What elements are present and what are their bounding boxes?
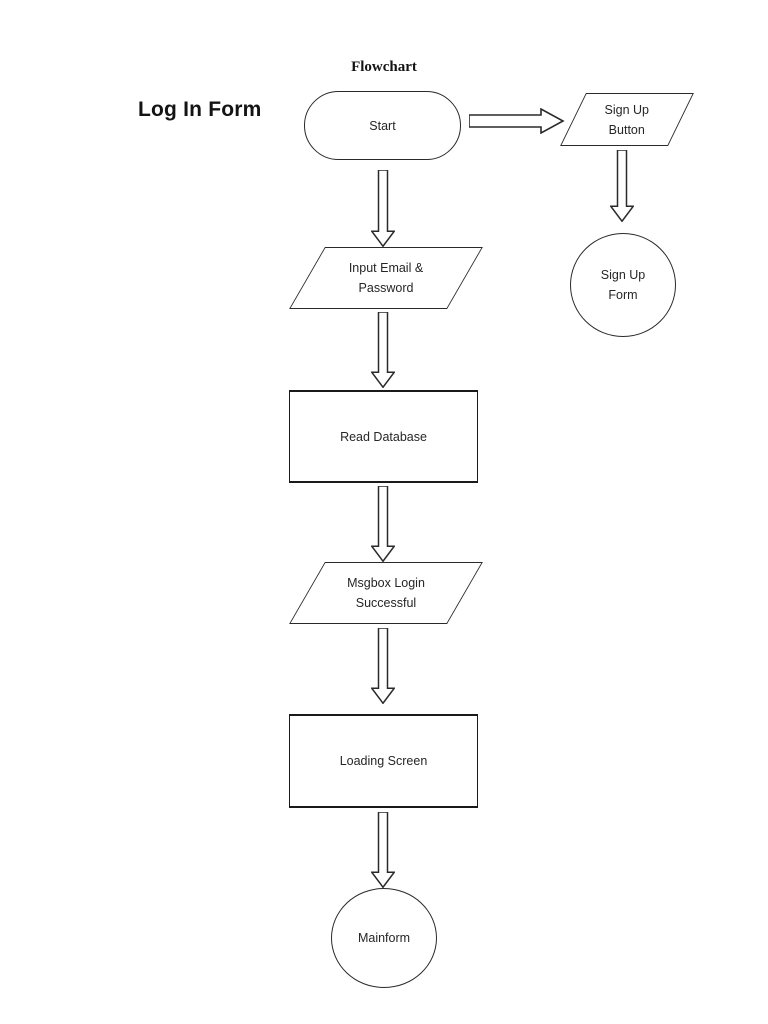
node-sign-up-button-text: Sign Up Button [574,100,680,140]
node-loading-screen: Loading Screen [289,714,478,808]
node-sign-up-button-line2: Button [608,122,646,137]
node-start-label: Start [369,118,396,133]
arrow-loading-screen-to-mainform [371,812,395,888]
node-input-email-password-line2: Password [358,281,414,295]
node-read-database-label: Read Database [340,429,427,444]
node-sign-up-form-line2: Form [608,288,638,302]
node-sign-up-form-line1: Sign Up [600,268,646,282]
node-mainform-label: Mainform [357,931,411,945]
node-start: Start [304,91,461,160]
arrow-start-to-sign-up-button [469,108,565,134]
node-msgbox-line2: Successful [355,596,417,610]
node-msgbox-line1: Msgbox Login [347,576,425,590]
node-loading-screen-label: Loading Screen [339,754,428,768]
node-input-email-password-line1: Input Email & [348,261,424,275]
node-sign-up-form-text: Sign Up Form [601,265,645,305]
node-read-database: Read Database [289,390,478,483]
node-sign-up-form: Sign Up Form [570,233,676,337]
arrow-start-to-input-email-password [371,170,395,247]
node-msgbox-login-successful-text: Msgbox Login Successful [308,573,464,613]
arrow-sign-up-button-to-sign-up-form [610,150,634,222]
diagram-title: Flowchart [351,59,417,75]
arrow-input-email-password-to-read-database [371,312,395,388]
node-sign-up-button-line1: Sign Up [604,102,650,117]
arrow-read-database-to-msgbox [371,486,395,562]
form-title-label: Log In Form [138,98,262,121]
node-mainform: Mainform [331,888,437,988]
node-input-email-password: Input Email & Password [289,247,483,309]
arrow-msgbox-to-loading-screen [371,628,395,704]
node-input-email-password-text: Input Email & Password [308,258,464,298]
node-msgbox-login-successful: Msgbox Login Successful [289,562,483,624]
node-sign-up-button: Sign Up Button [560,93,694,146]
